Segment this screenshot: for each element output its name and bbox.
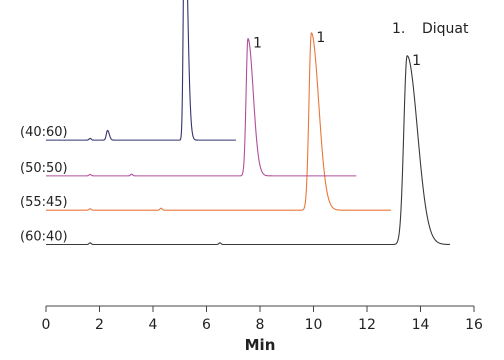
series-label: (55:45) bbox=[20, 195, 68, 210]
series-3: (40:60)1 bbox=[20, 0, 237, 141]
legend-compound: Diquat bbox=[422, 21, 469, 37]
series-2: (50:50) 1 bbox=[20, 36, 357, 177]
series-label: (60:40) bbox=[20, 230, 68, 245]
series-label: (50:50) bbox=[20, 161, 68, 176]
series-1: (55:45) 1 bbox=[20, 30, 392, 211]
series-line bbox=[45, 38, 357, 177]
series-line bbox=[45, 55, 451, 246]
peak-label: 1 bbox=[412, 53, 421, 69]
x-tick-label: 0 bbox=[42, 317, 51, 333]
x-tick-label: 2 bbox=[95, 317, 104, 333]
x-axis-label: Min bbox=[245, 336, 276, 354]
peak-label: 1 bbox=[316, 30, 325, 46]
series-line bbox=[45, 32, 392, 211]
traces-layer: (60:40) 1 (55:45) 1 (50:50) 1 (40:60)1 bbox=[20, 0, 451, 246]
series-line bbox=[45, 0, 237, 141]
series-label: (40:60) bbox=[20, 125, 68, 140]
series-0: (60:40) 1 bbox=[20, 53, 451, 246]
x-tick-label: 6 bbox=[202, 317, 211, 333]
x-tick-label: 12 bbox=[358, 317, 376, 333]
x-tick-label: 4 bbox=[149, 317, 158, 333]
x-ticks: 0 2 4 6 8 10 12 14 16 bbox=[42, 306, 483, 333]
legend: 1. Diquat bbox=[392, 21, 469, 37]
x-tick-label: 10 bbox=[305, 317, 323, 333]
legend-number: 1. bbox=[392, 21, 405, 37]
x-tick-label: 16 bbox=[465, 317, 483, 333]
x-tick-label: 14 bbox=[412, 317, 430, 333]
peak-label: 1 bbox=[253, 36, 262, 52]
x-tick-label: 8 bbox=[256, 317, 265, 333]
